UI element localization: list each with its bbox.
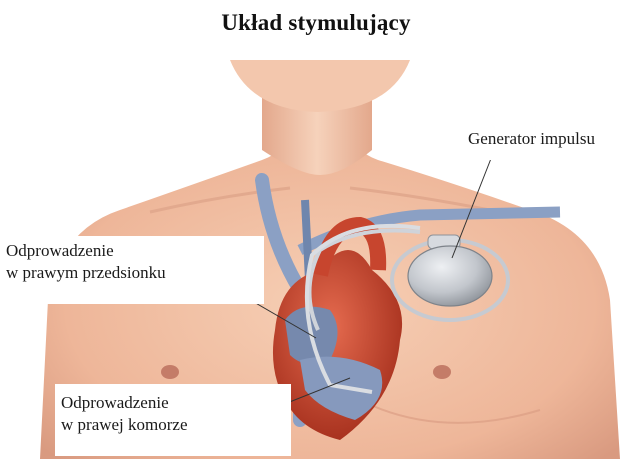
label-text: Odprowadzenie	[61, 392, 285, 414]
nipple-left	[161, 365, 179, 379]
label-text: Generator impulsu	[468, 124, 632, 154]
page-title: Układ stymulujący	[0, 10, 632, 36]
label-atrial-lead: Odprowadzenie w prawym przedsionku	[0, 236, 264, 304]
nipple-right	[433, 365, 451, 379]
chin	[230, 60, 410, 112]
generator-body	[408, 246, 492, 306]
label-text: w prawej komorze	[61, 414, 285, 436]
label-text: Odprowadzenie	[6, 240, 258, 262]
label-ventricular-lead: Odprowadzenie w prawej komorze	[55, 384, 291, 456]
label-text: w prawym przedsionku	[6, 262, 258, 284]
label-pulse-generator: Generator impulsu	[462, 122, 632, 160]
